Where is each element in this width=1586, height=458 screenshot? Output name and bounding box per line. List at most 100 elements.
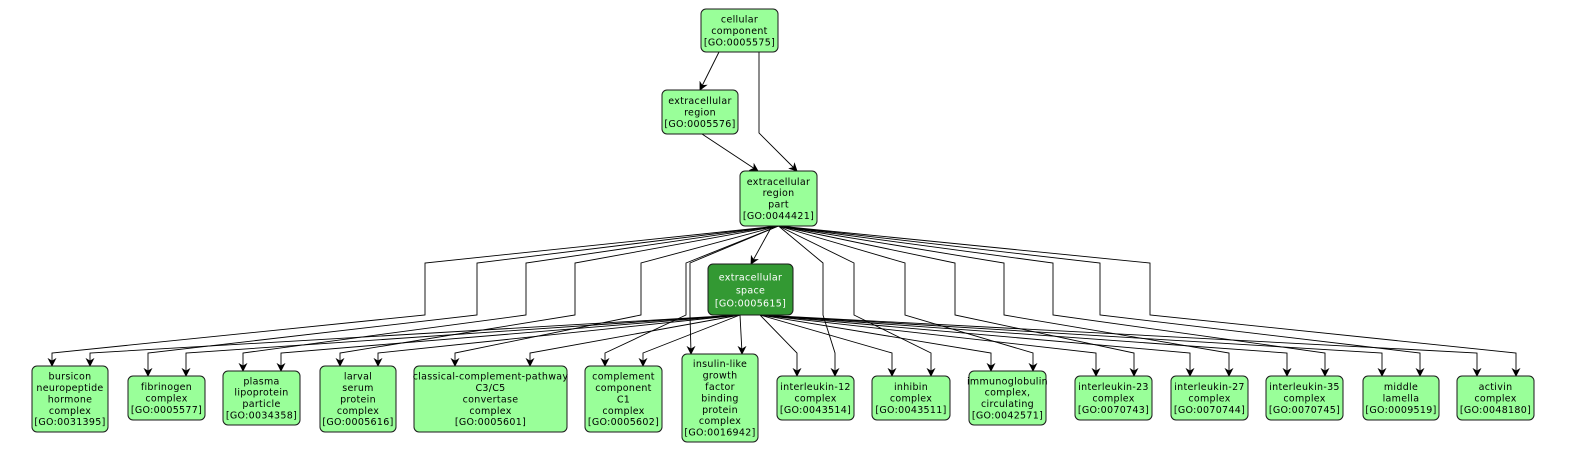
node-label-line: lamella <box>1383 393 1420 404</box>
node-label-line: complex <box>145 393 187 404</box>
node-label-line: complex <box>1474 393 1516 404</box>
go-term-node-go-0016942[interactable]: insulin-likegrowthfactorbindingproteinco… <box>681 353 759 443</box>
node-label-line: hormone <box>48 394 93 405</box>
edge-go-0044421-to-go-0005616 <box>335 225 779 367</box>
edge-go-0005615-to-go-0042571 <box>759 314 996 372</box>
node-label-line: cellular <box>721 15 758 26</box>
node-label-line: protein <box>340 394 376 405</box>
node-label-line: complex <box>1283 393 1325 404</box>
node-go-id: [GO:0031395] <box>34 417 105 428</box>
node-label-line: insulin-like <box>693 359 747 370</box>
edge-go-0044421-to-go-0043511 <box>778 225 936 377</box>
edge-go-0005615-to-go-0043514 <box>759 314 802 377</box>
node-box <box>319 365 397 433</box>
node-go-id: [GO:0048180] <box>1460 405 1531 416</box>
edge-go-0044421-to-go-0016942 <box>686 225 779 355</box>
edge-go-0044421-to-go-0009519 <box>778 225 1425 377</box>
node-label-line: complex <box>602 406 644 417</box>
node-go-id: [GO:0005576] <box>664 119 735 130</box>
node-label-line: middle <box>1384 382 1418 393</box>
node-label-line: complex <box>337 406 379 417</box>
node-box <box>1170 375 1249 421</box>
node-label-line: complex <box>49 406 91 417</box>
node-label-line: interleukin-12 <box>780 382 851 393</box>
node-label-line: binding <box>701 393 739 404</box>
node-go-id: [GO:0005616] <box>322 417 393 428</box>
node-box <box>968 370 1047 426</box>
node-label-line: part <box>768 200 789 211</box>
node-label-line: complex <box>469 406 511 417</box>
node-label-line: convertase <box>463 394 519 405</box>
go-term-node-go-0031395[interactable]: bursiconneuropeptidehormonecomplex[GO:00… <box>31 365 109 433</box>
node-label-line: interleukin-27 <box>1174 382 1245 393</box>
node-label-line: space <box>736 285 765 296</box>
node-go-id: [GO:0043511] <box>875 405 946 416</box>
node-go-id: [GO:0044421] <box>743 211 814 222</box>
node-label-line: factor <box>705 382 735 393</box>
node-label-line: C3/C5 <box>475 383 505 394</box>
edges-layer <box>47 51 1521 377</box>
node-box <box>1362 375 1440 421</box>
node-label-line: activin <box>1479 382 1513 393</box>
node-label-line: plasma <box>243 376 279 387</box>
edge-go-0044421-to-go-0043514 <box>778 225 840 377</box>
edge-go-0005615-to-go-0005601 <box>525 314 741 367</box>
node-label-line: serum <box>342 383 373 394</box>
node-label-line: complex, <box>985 388 1031 399</box>
node-label-line: complement <box>592 372 655 383</box>
node-go-id: [GO:0043514] <box>780 405 851 416</box>
edge-go-0044421-to-go-0070745 <box>778 225 1330 377</box>
node-box <box>127 375 206 421</box>
node-box <box>222 370 301 426</box>
edge-go-0005615-to-go-0070745 <box>759 314 1292 377</box>
edge-go-0005615-to-go-0009519 <box>759 314 1387 377</box>
node-go-id: [GO:0016942] <box>684 428 755 439</box>
node-box <box>584 365 663 433</box>
node-label-line: extracellular <box>668 96 731 107</box>
node-box <box>707 263 794 316</box>
node-go-id: [GO:0005601] <box>455 417 526 428</box>
node-box <box>1265 375 1344 421</box>
edge-go-0044421-to-go-0005602 <box>600 225 779 367</box>
node-label-line: particle <box>242 399 280 410</box>
node-label-line: lipoprotein <box>234 388 288 399</box>
node-label-line: bursicon <box>48 372 91 383</box>
node-label-line: complex <box>890 393 932 404</box>
node-label-line: fibrinogen <box>141 382 192 393</box>
edge-go-0005615-to-go-0070743 <box>759 314 1101 377</box>
node-label-line: extracellular <box>747 177 810 188</box>
go-term-node-go-0005601[interactable]: classical-complement-pathwayC3/C5convert… <box>413 365 569 433</box>
edge-go-0005575-to-go-0044421 <box>758 52 798 172</box>
node-box <box>776 375 855 421</box>
node-label-line: region <box>763 188 795 199</box>
edge-go-0005576-to-go-0044421 <box>701 133 759 172</box>
node-label-line: interleukin-35 <box>1269 382 1340 393</box>
node-box <box>871 375 951 421</box>
node-label-line: immunoglobulin <box>967 376 1048 387</box>
node-go-id: [GO:0070744] <box>1174 405 1245 416</box>
node-label-line: classical-complement-pathway <box>413 372 569 383</box>
node-box <box>661 89 739 135</box>
node-box <box>1456 375 1535 421</box>
edge-go-0044421-to-go-0070743 <box>778 225 1139 377</box>
node-label-line: extracellular <box>719 272 782 283</box>
node-label-line: complex <box>1092 393 1134 404</box>
go-term-node-go-0042571[interactable]: immunoglobulincomplex,circulating[GO:004… <box>967 370 1048 426</box>
